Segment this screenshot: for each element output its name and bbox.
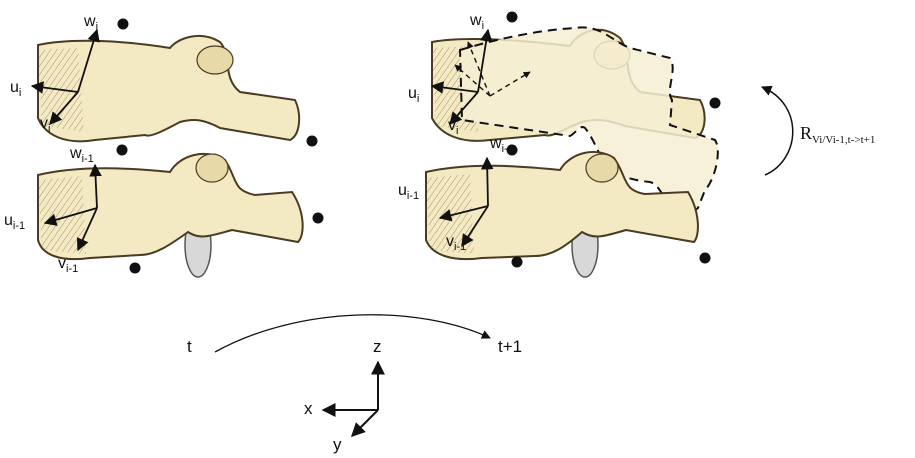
left-vertebra-pair: wi ui vi wi-1 ui-1 vi-1	[4, 13, 324, 278]
y-axis-label: y	[333, 435, 342, 454]
marker-dot	[709, 97, 721, 109]
marker-dot	[506, 11, 518, 23]
right-lower-frame	[438, 156, 494, 248]
right-vertebra-pair: wi ui vi wi-1 ui-1 vi-1	[398, 11, 721, 278]
marker-dot	[117, 18, 129, 30]
right-v-label: vi	[448, 117, 458, 137]
coordinate-axes	[321, 360, 385, 437]
right-upper-frame	[430, 28, 493, 125]
rotation-label: RVi/Vi-1,t->t+1	[800, 123, 875, 146]
right-rotated-frame	[454, 41, 531, 97]
right-w-prev-label: wi-1	[489, 135, 514, 155]
left-v-prev-label: vi-1	[58, 255, 78, 275]
time-start-label: t	[187, 337, 192, 356]
left-v-label: vi	[40, 115, 50, 135]
left-w-label: wi	[83, 13, 98, 33]
rotation-arrow	[761, 85, 794, 176]
z-axis-label: z	[373, 337, 382, 356]
right-w-label: wi	[469, 12, 484, 32]
left-upper-vertebra	[37, 34, 301, 143]
marker-dot	[699, 252, 711, 264]
left-upper-frame	[30, 28, 100, 125]
left-w-prev-label: wi-1	[69, 145, 94, 165]
time-end-label: t+1	[498, 337, 522, 356]
marker-dot	[306, 135, 318, 147]
left-u-prev-label: ui-1	[4, 212, 25, 232]
marker-dot	[511, 256, 523, 268]
x-axis-label: x	[304, 399, 313, 418]
marker-dot	[312, 212, 324, 224]
marker-dot	[506, 144, 518, 156]
marker-dot	[116, 144, 128, 156]
right-u-prev-label: ui-1	[398, 182, 419, 202]
time-arrow	[214, 314, 491, 353]
right-v-prev-label: vi-1	[446, 233, 466, 253]
left-lower-frame	[43, 163, 102, 252]
left-u-label: ui	[10, 79, 21, 99]
right-u-label: ui	[408, 85, 419, 105]
left-lower-vertebra	[37, 153, 304, 261]
marker-dot	[129, 262, 141, 274]
